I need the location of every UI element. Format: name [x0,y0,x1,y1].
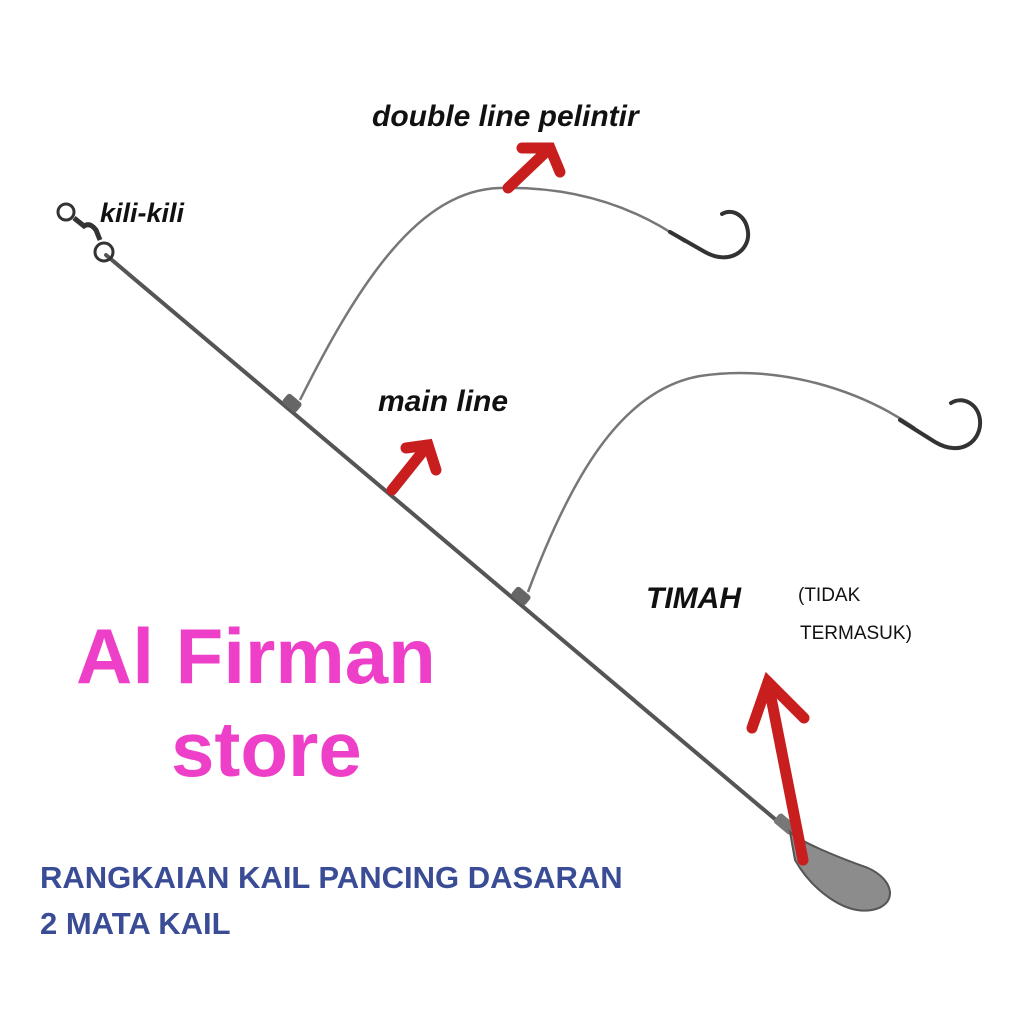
arrow-icon-main-line [386,438,442,496]
branch-line-1 [298,186,686,401]
hook-icon-2 [898,398,983,450]
swivel-icon [56,202,115,263]
label-timah-note-line1: (TIDAK [798,585,861,606]
branch-connector-2 [511,586,531,606]
label-main-line: main line [378,385,509,418]
arrow-icon-timah [746,671,810,866]
label-timah-note-line2: TERMASUK) [800,623,912,644]
branch-line-2 [526,371,916,593]
label-double-line-pelintir: double line pelintir [372,100,639,133]
arrow-icon-double-line [502,142,566,194]
branch-connector-1 [282,393,302,413]
caption-line2: 2 MATA KAIL [40,906,231,941]
store-name-line2: store [171,705,362,793]
label-kili-kili: kili-kili [100,198,185,228]
store-name-line1: Al Firman [76,612,436,700]
caption-line1: RANGKAIAN KAIL PANCING DASARAN [40,860,623,895]
sinker-icon [773,813,891,912]
main-line [104,253,797,838]
label-timah: TIMAH [646,582,741,615]
hook-icon-1 [668,209,751,260]
